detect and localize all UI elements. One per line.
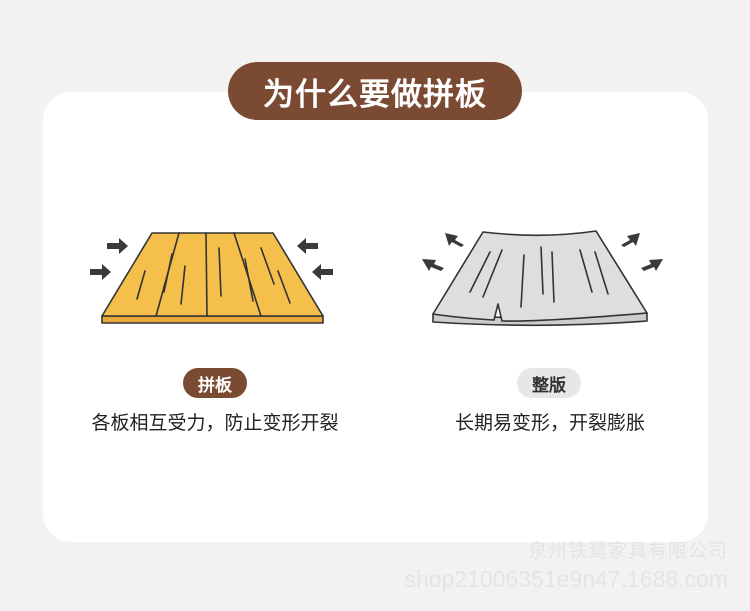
arrow-up-right-icon <box>621 233 640 247</box>
page-title: 为什么要做拼板 <box>228 62 522 120</box>
joined-board-caption: 各板相互受力，防止变形开裂 <box>91 412 339 434</box>
joined-board-label: 拼板 <box>183 368 247 398</box>
watermark-shop-url: shop21006351e9n47.1688.com <box>404 566 728 592</box>
arrow-left-icon <box>312 264 333 280</box>
outward-arrows <box>422 233 663 271</box>
arrow-up-right-icon <box>641 259 663 271</box>
watermark-company: 泉州铁鹭家具有限公司 <box>527 541 728 562</box>
arrow-right-icon <box>107 238 128 254</box>
arrow-up-left-icon <box>422 259 444 271</box>
joined-board-illustration <box>90 232 333 324</box>
solid-board-label: 整版 <box>517 368 581 398</box>
inward-arrows <box>90 238 333 280</box>
solid-board-illustration <box>422 230 663 327</box>
arrow-left-icon <box>297 238 318 254</box>
solid-board-caption: 长期易变形，开裂膨胀 <box>454 412 645 434</box>
arrow-up-left-icon <box>445 233 464 247</box>
arrow-right-icon <box>90 264 111 280</box>
